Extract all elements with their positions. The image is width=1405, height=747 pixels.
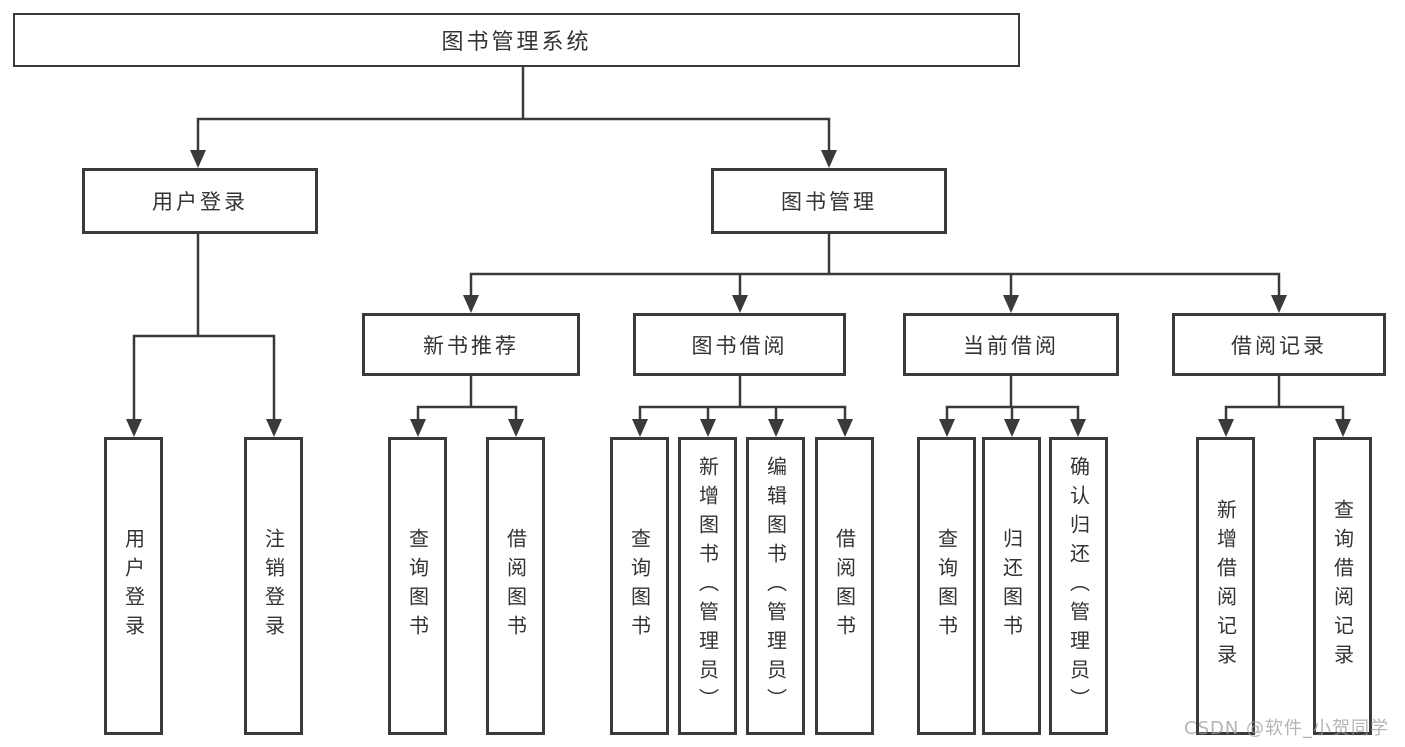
leaf-query-book-1: 查询图书 — [388, 437, 447, 735]
leaf-borrow-book-2: 借阅图书 — [815, 437, 874, 735]
node-user-login: 用户登录 — [82, 168, 318, 234]
node-system-root: 图书管理系统 — [13, 13, 1020, 67]
connector-newbook-subtree — [416, 376, 518, 423]
node-current-borrow: 当前借阅 — [903, 313, 1119, 376]
connector-current-subtree — [945, 376, 1080, 423]
leaf-add-book-admin: 新增图书（管理员） — [678, 437, 737, 735]
leaf-edit-book-admin: 编辑图书（管理员） — [746, 437, 805, 735]
leaf-query-book-3: 查询图书 — [917, 437, 976, 735]
leaf-logout: 注销登录 — [244, 437, 303, 735]
arrowheads — [126, 150, 1351, 437]
leaf-query-book-2: 查询图书 — [610, 437, 669, 735]
leaf-return-book: 归还图书 — [982, 437, 1041, 735]
leaf-borrow-book-1: 借阅图书 — [486, 437, 545, 735]
connector-record-subtree — [1224, 376, 1345, 423]
connector-borrow-subtree — [638, 376, 847, 423]
leaf-confirm-return-admin: 确认归还（管理员） — [1049, 437, 1108, 735]
connector-root-to-level2 — [196, 67, 831, 151]
leaf-query-borrow-record: 查询借阅记录 — [1313, 437, 1372, 735]
connector-bookmgmt-to-level3 — [469, 234, 1281, 300]
node-new-book-recommend: 新书推荐 — [362, 313, 580, 376]
node-book-borrow: 图书借阅 — [633, 313, 846, 376]
leaf-add-borrow-record: 新增借阅记录 — [1196, 437, 1255, 735]
leaf-user-login: 用户登录 — [104, 437, 163, 735]
node-book-management: 图书管理 — [711, 168, 947, 234]
node-borrow-record: 借阅记录 — [1172, 313, 1386, 376]
connector-userlogin-subtree — [132, 234, 276, 423]
csdn-watermark: CSDN @软件_小贺同学 — [1184, 718, 1390, 739]
